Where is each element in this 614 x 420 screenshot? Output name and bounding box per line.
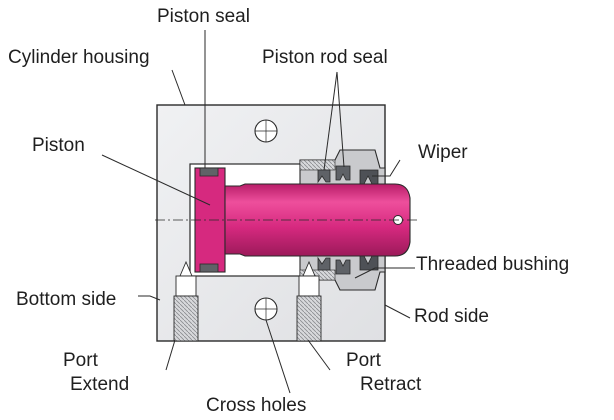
port-extend bbox=[173, 260, 199, 342]
bushing-thread-top bbox=[299, 159, 336, 171]
label-threaded-bushing: Threaded bushing bbox=[416, 254, 569, 275]
piston-seal-top bbox=[199, 167, 219, 177]
wiper-seals bbox=[359, 169, 379, 271]
leader-lines bbox=[101, 30, 415, 394]
label-port-retract-line2: Retract bbox=[360, 374, 422, 395]
label-bottom-side: Bottom side bbox=[16, 289, 116, 310]
piston-rod-seals bbox=[317, 165, 351, 275]
port-retract bbox=[296, 260, 322, 342]
cross-hole-top bbox=[254, 119, 278, 143]
cross-hole-bottom bbox=[254, 297, 278, 321]
piston-seal-bottom bbox=[199, 263, 219, 273]
label-port-extend-line1: Port bbox=[63, 350, 99, 371]
label-cylinder-housing: Cylinder housing bbox=[8, 47, 150, 68]
label-piston-rod-seal: Piston rod seal bbox=[262, 47, 388, 68]
label-port-extend-line2: Extend bbox=[70, 374, 129, 395]
label-piston-seal: Piston seal bbox=[157, 6, 250, 27]
label-port-retract-line1: Port bbox=[346, 350, 382, 371]
label-piston: Piston bbox=[32, 135, 85, 156]
label-rod-side: Rod side bbox=[414, 306, 489, 327]
label-wiper: Wiper bbox=[418, 142, 468, 163]
label-cross-holes: Cross holes bbox=[206, 395, 306, 416]
